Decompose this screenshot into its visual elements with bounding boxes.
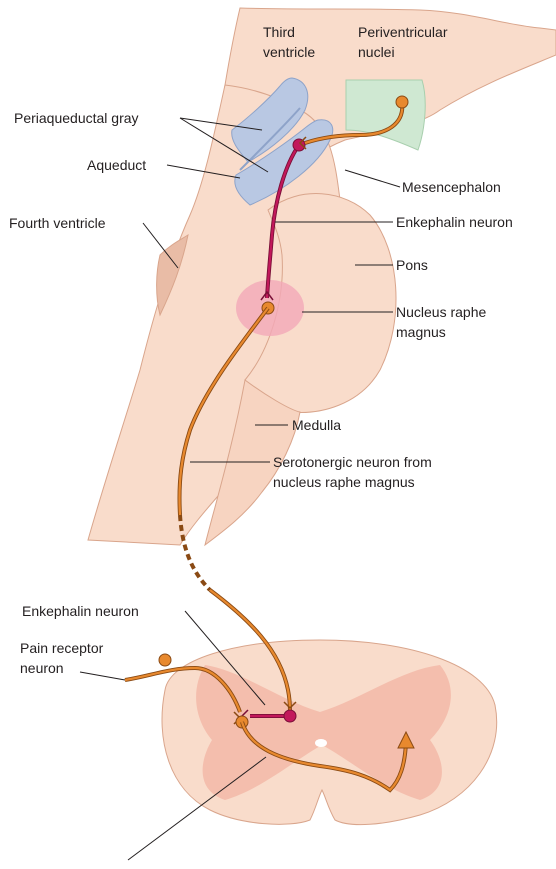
label-nucleus-raphe-magnus-line2: magnus bbox=[396, 324, 446, 340]
label-aqueduct: Aqueduct bbox=[87, 157, 146, 173]
pain-receptor-neuron-soma bbox=[159, 654, 171, 666]
label-enkephalin-neuron-upper: Enkephalin neuron bbox=[396, 214, 513, 230]
label-pain-receptor-neuron-line1: Pain receptor bbox=[20, 640, 104, 656]
label-periventricular-nuclei-line2: nuclei bbox=[358, 44, 395, 60]
periventricular-neuron-soma bbox=[396, 96, 408, 108]
label-mesencephalon: Mesencephalon bbox=[402, 179, 501, 195]
label-enkephalin-neuron-lower: Enkephalin neuron bbox=[22, 603, 139, 619]
label-third-ventricle-line1: Third bbox=[263, 24, 295, 40]
label-serotonergic-neuron-line1: Serotonergic neuron from bbox=[273, 454, 432, 470]
label-periaqueductal-gray: Periaqueductal gray bbox=[14, 110, 139, 126]
label-serotonergic-neuron-line2: nucleus raphe magnus bbox=[273, 474, 415, 490]
enkephalin-neuron-lower-soma bbox=[284, 710, 296, 722]
label-pons: Pons bbox=[396, 257, 428, 273]
periventricular-nuclei-region bbox=[346, 80, 425, 150]
label-medulla: Medulla bbox=[292, 417, 341, 433]
label-fourth-ventricle: Fourth ventricle bbox=[9, 215, 106, 231]
label-pain-receptor-neuron-line2: neuron bbox=[20, 660, 64, 676]
label-periventricular-nuclei-line1: Periventricular bbox=[358, 24, 448, 40]
central-canal bbox=[315, 739, 327, 747]
label-third-ventricle-line2: ventricle bbox=[263, 44, 315, 60]
label-nucleus-raphe-magnus-line1: Nucleus raphe bbox=[396, 304, 486, 320]
